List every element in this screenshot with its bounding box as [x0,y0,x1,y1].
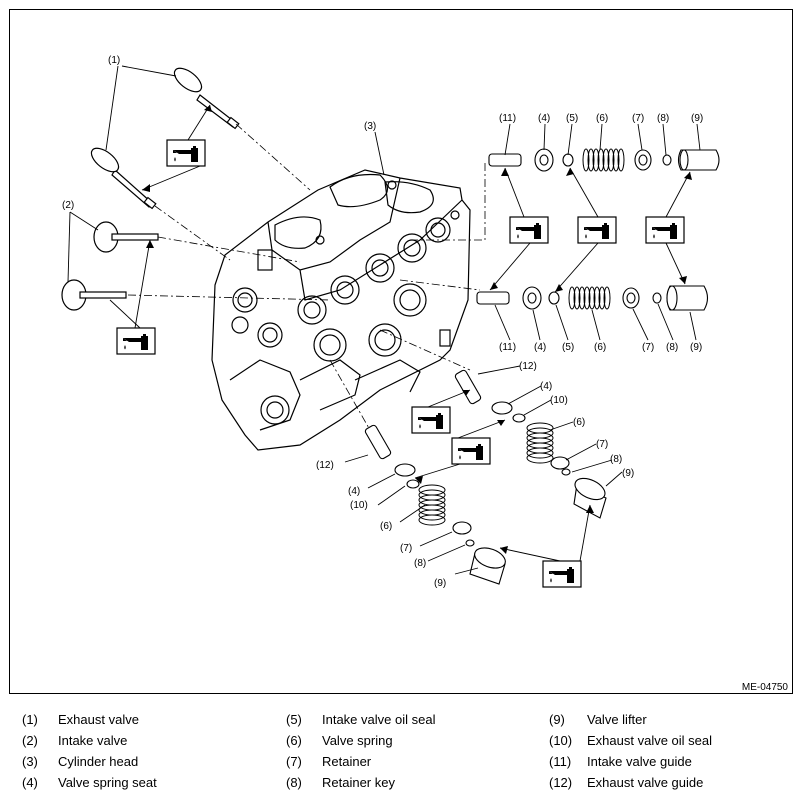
callout-intake-valve-guide-mid: (11) [499,342,516,353]
callout-valve-spring-top: (6) [596,113,608,124]
callout-intake-valve-guide-top: (11) [499,113,516,124]
callout-valve-spring-seat-left: (4) [348,486,360,497]
legend-number: (11) [549,754,572,769]
intake-valve-upper [93,221,159,253]
legend-number: (4) [22,775,38,790]
legend-number: (6) [286,733,302,748]
arrowheads [142,105,692,554]
legend-label: Intake valve [58,733,128,748]
intake-components-middle [476,285,709,311]
legend-label: Exhaust valve guide [587,775,704,790]
callout-retainer-top: (7) [632,113,644,124]
exhaust-valve-upper [173,67,240,130]
oil-can-icon [451,437,491,465]
callout-exhaust-valve: (1) [108,55,120,66]
legend-label: Valve lifter [587,712,647,727]
oil-can-icon [645,216,685,244]
legend-label: Valve spring seat [58,775,157,790]
exhaust-components-right [454,369,607,519]
legend-label: Intake valve guide [587,754,692,769]
callout-retainer-right: (7) [596,439,608,450]
callout-exhaust-oil-seal-left: (10) [350,500,368,511]
callout-valve-spring-seat-mid: (4) [534,342,546,353]
callout-intake-oil-seal-top: (5) [566,113,578,124]
callout-intake-valve: (2) [62,200,74,211]
legend-label: Valve spring [322,733,393,748]
intake-valve-lower [61,279,127,311]
legend-number: (1) [22,712,38,727]
legend-label: Cylinder head [58,754,139,769]
legend-label: Intake valve oil seal [322,712,436,727]
oil-can-icon [166,139,206,167]
legend-number: (7) [286,754,302,769]
legend-number: (9) [549,712,565,727]
exhaust-components-left [364,424,506,585]
legend-number: (2) [22,733,38,748]
callout-retainer-mid: (7) [642,342,654,353]
callout-valve-spring-seat-right: (4) [540,381,552,392]
legend-number: (3) [22,754,38,769]
parts-legend: (1) Exhaust valve (2) Intake valve (3) C… [0,712,804,798]
callout-retainer-key-mid: (8) [666,342,678,353]
callout-valve-lifter-top: (9) [691,113,703,124]
legend-number: (12) [549,775,573,790]
cylinder-head-drawing [211,169,471,451]
legend-label: Exhaust valve [58,712,139,727]
callout-valve-lifter-right: (9) [622,468,634,479]
oil-can-icon [542,560,582,588]
legend-label: Exhaust valve oil seal [587,733,713,748]
callout-valve-spring-seat-top: (4) [538,113,550,124]
diagram-frame [9,9,793,694]
oil-can-icon [509,216,549,244]
assembly-guide-lines [127,123,486,431]
callout-retainer-key-left: (8) [414,558,426,569]
callout-exhaust-oil-seal-right: (10) [550,395,568,406]
callout-intake-oil-seal-mid: (5) [562,342,574,353]
oil-can-icon [411,406,451,434]
legend-number: (10) [549,733,573,748]
legend-number: (5) [286,712,302,727]
oil-can-icon [116,327,156,355]
figure-code: ME-04750 [741,682,788,693]
callout-retainer-left: (7) [400,543,412,554]
callout-exhaust-valve-guide-right: (12) [519,361,537,372]
callout-retainer-key-right: (8) [610,454,622,465]
legend-number: (8) [286,775,302,790]
exploded-view-diagram: (1) (2) (3) (11) (4) (5) (6) (7) (8) (9)… [61,55,720,589]
callout-exhaust-valve-guide-left: (12) [316,460,334,471]
callout-valve-lifter-left: (9) [434,578,446,589]
callout-valve-lifter-mid: (9) [690,342,702,353]
exhaust-valve-lower [90,147,157,210]
legend-label: Retainer [322,754,372,769]
callout-cylinder-head: (3) [364,121,376,132]
intake-components-top [488,148,720,172]
legend-label: Retainer key [322,775,395,790]
callout-valve-spring-left: (6) [380,521,392,532]
leader-lines [67,65,701,575]
callout-valve-spring-right: (6) [573,417,585,428]
oil-can-icon [577,216,617,244]
callout-retainer-key-top: (8) [657,113,669,124]
callout-valve-spring-mid: (6) [594,342,606,353]
